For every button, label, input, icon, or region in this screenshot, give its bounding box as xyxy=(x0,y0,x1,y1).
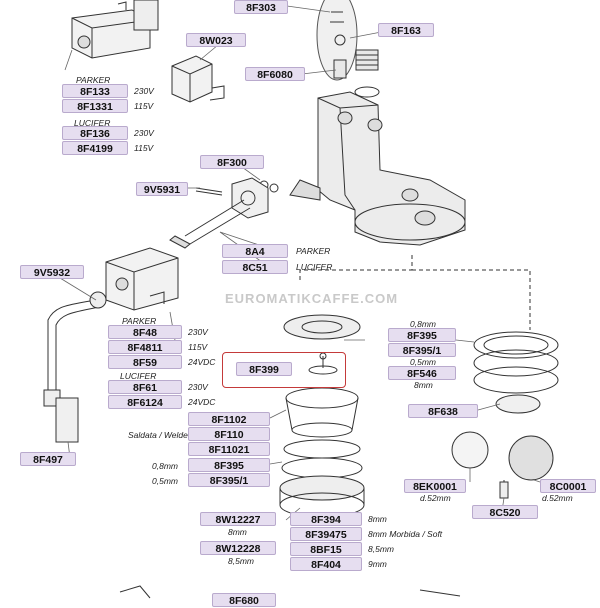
part-label-8BF15[interactable]: 8BF15 xyxy=(290,542,362,556)
connector-plug xyxy=(171,55,225,103)
part-label-8C0001[interactable]: 8C0001 xyxy=(540,479,596,493)
note-parker-3: PARKER xyxy=(122,316,157,326)
part-label-8F61[interactable]: 8F61 xyxy=(108,380,182,394)
part-label-8F4811[interactable]: 8F4811 xyxy=(108,340,182,354)
part-label-8F394[interactable]: 8F394 xyxy=(290,512,362,526)
part-label-8C520[interactable]: 8C520 xyxy=(472,505,538,519)
note-230v-a: 230V xyxy=(134,86,154,96)
part-label-8F395-1-lower[interactable]: 8F395/1 xyxy=(188,473,270,487)
note-parker-2: PARKER xyxy=(296,246,331,256)
note-05mm-b: 0,5mm xyxy=(152,476,178,486)
note-230v-c: 230V xyxy=(188,327,208,337)
part-label-8F39475[interactable]: 8F39475 xyxy=(290,527,362,541)
part-label-8F546[interactable]: 8F546 xyxy=(388,366,456,380)
note-8mm-a: 8mm xyxy=(414,380,433,390)
part-label-8F4199[interactable]: 8F4199 xyxy=(62,141,128,155)
note-115v-c: 115V xyxy=(188,342,208,352)
part-label-8F110[interactable]: 8F110 xyxy=(188,427,270,441)
note-24vdc-a: 24VDC xyxy=(188,357,216,367)
note-8mm-b: 8mm xyxy=(228,527,247,537)
group-head-body xyxy=(289,91,466,246)
part-label-9V5931[interactable]: 9V5931 xyxy=(136,182,188,196)
part-label-8C51[interactable]: 8C51 xyxy=(222,260,288,274)
part-label-8W12227[interactable]: 8W12227 xyxy=(200,512,276,526)
part-label-cut-off[interactable]: 8F680 xyxy=(212,593,276,607)
note-85mm-b: 8,5mm xyxy=(368,544,394,554)
part-label-8F395-1-right[interactable]: 8F395/1 xyxy=(388,343,456,357)
note-saldata-welded: Saldata / Welded xyxy=(128,430,193,440)
note-115v-a: 115V xyxy=(134,101,154,111)
part-label-8F497[interactable]: 8F497 xyxy=(20,452,76,466)
note-9mm: 9mm xyxy=(368,559,387,569)
note-08mm-a: 0,8mm xyxy=(410,319,436,329)
part-label-8F48[interactable]: 8F48 xyxy=(108,325,182,339)
part-label-8F303[interactable]: 8F303 xyxy=(234,0,288,14)
part-label-8A4[interactable]: 8A4 xyxy=(222,244,288,258)
part-label-8F395-right[interactable]: 8F395 xyxy=(388,328,456,342)
note-230v-b: 230V xyxy=(134,128,154,138)
part-label-8F300[interactable]: 8F300 xyxy=(200,155,264,169)
watermark: EUROMATIKCAFFE.COM xyxy=(225,291,399,306)
part-label-8F1102[interactable]: 8F1102 xyxy=(188,412,270,426)
note-morbida-soft: 8mm Morbida / Soft xyxy=(368,529,443,539)
part-label-8F136[interactable]: 8F136 xyxy=(62,126,128,140)
part-label-8F133[interactable]: 8F133 xyxy=(62,84,128,98)
part-label-8F395-lower[interactable]: 8F395 xyxy=(188,458,270,472)
part-label-8F6080[interactable]: 8F6080 xyxy=(245,67,305,81)
solenoid-coil-top xyxy=(71,0,159,59)
note-85mm-a: 8,5mm xyxy=(228,556,254,566)
filter-basket xyxy=(285,387,359,438)
part-label-8W023[interactable]: 8W023 xyxy=(186,33,246,47)
note-05mm-a: 0,5mm xyxy=(410,357,436,367)
part-label-9V5932[interactable]: 9V5932 xyxy=(20,265,84,279)
solenoid-coil-lower xyxy=(105,247,179,311)
selected-part-highlight xyxy=(222,352,346,388)
note-8mm-c: 8mm xyxy=(368,514,387,524)
note-24vdc-b: 24VDC xyxy=(188,397,216,407)
part-label-8F399[interactable]: 8F399 xyxy=(236,362,292,376)
part-label-8F59[interactable]: 8F59 xyxy=(108,355,182,369)
note-d52mm-b: d.52mm xyxy=(542,493,573,503)
part-label-8EK0001[interactable]: 8EK0001 xyxy=(404,479,466,493)
note-parker-1: PARKER xyxy=(76,75,111,85)
note-lucifer-1: LUCIFER xyxy=(74,118,111,128)
note-115v-b: 115V xyxy=(134,143,154,153)
part-label-8W12228[interactable]: 8W12228 xyxy=(200,541,276,555)
note-d52mm-a: d.52mm xyxy=(420,493,451,503)
note-08mm-b: 0,8mm xyxy=(152,461,178,471)
part-label-8F404[interactable]: 8F404 xyxy=(290,557,362,571)
part-label-8F11021[interactable]: 8F11021 xyxy=(188,442,270,456)
note-lucifer-2: LUCIFER xyxy=(296,262,333,272)
part-label-8F1331[interactable]: 8F1331 xyxy=(62,99,128,113)
part-label-8F638[interactable]: 8F638 xyxy=(408,404,478,418)
part-label-8F163[interactable]: 8F163 xyxy=(378,23,434,37)
note-lucifer-3: LUCIFER xyxy=(120,371,157,381)
note-230v-d: 230V xyxy=(188,382,208,392)
part-label-8F6124[interactable]: 8F6124 xyxy=(108,395,182,409)
